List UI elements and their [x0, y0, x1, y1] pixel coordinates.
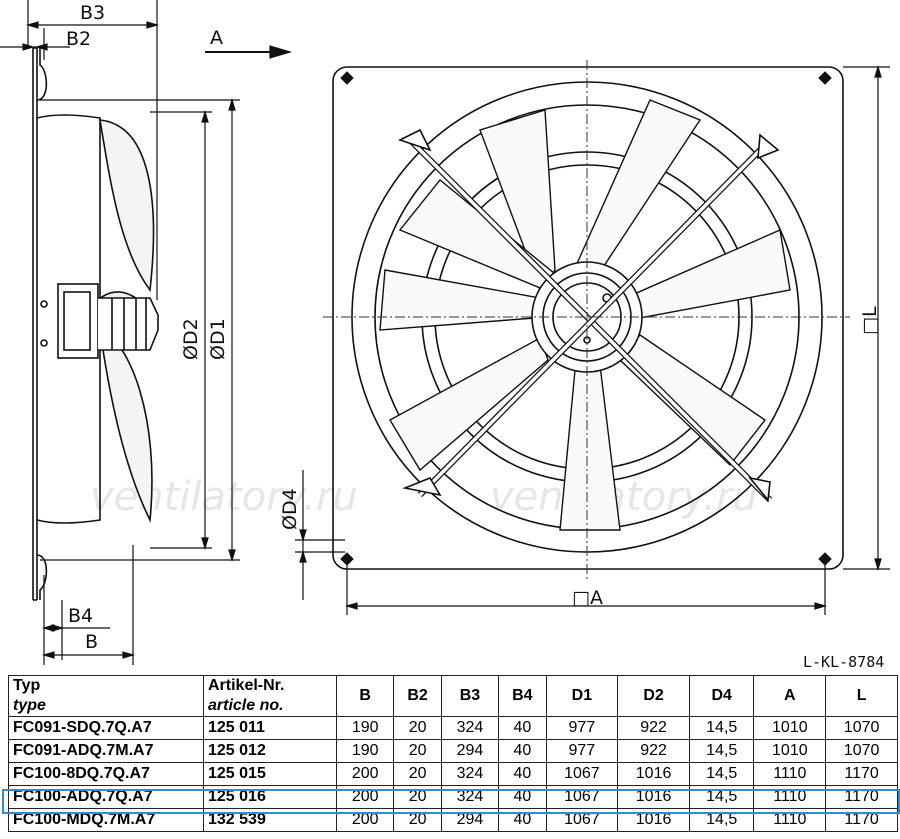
cell-value: 14,5 [688, 785, 755, 809]
label-d1: ØD1 [207, 318, 229, 360]
cell-value: 20 [393, 808, 442, 832]
cell-value: 1110 [753, 808, 827, 832]
cell-value: 1016 [617, 808, 690, 832]
cell-value: 977 [545, 716, 619, 740]
label-b2: B2 [66, 28, 91, 50]
cell-value: 1067 [545, 762, 619, 786]
cell-article: 125 011 [203, 716, 337, 740]
cell-value: 14,5 [688, 808, 755, 832]
side-view [32, 47, 159, 601]
cell-value: 20 [393, 716, 442, 740]
cell-value: 40 [498, 739, 547, 763]
drawing-code: L-KL-8784 [803, 653, 884, 671]
cell-value: 40 [498, 762, 547, 786]
label-d4: ØD4 [279, 488, 301, 530]
col-b: B [335, 675, 395, 717]
cell-value: 1110 [753, 762, 827, 786]
cell-value: 977 [545, 739, 619, 763]
cell-value: 1067 [545, 808, 619, 832]
label-d2: ØD2 [180, 318, 202, 360]
cell-value: 1110 [753, 785, 827, 809]
col-d4: D4 [688, 675, 755, 717]
col-b4: B4 [498, 675, 547, 717]
cell-value: 1010 [753, 739, 827, 763]
col-article: Artikel-Nr.article no. [203, 675, 337, 717]
label-b: B [85, 631, 98, 653]
col-d1: D1 [545, 675, 619, 717]
cell-value: 922 [617, 739, 690, 763]
watermark-right: ventilatory.ru [490, 474, 758, 520]
cell-value: 200 [335, 808, 395, 832]
col-b3: B3 [440, 675, 500, 717]
cell-value: 40 [498, 716, 547, 740]
cell-value: 922 [617, 716, 690, 740]
cell-type: FC100-8DQ.7Q.A7 [8, 762, 204, 786]
cell-value: 200 [335, 762, 395, 786]
cell-value: 14,5 [688, 739, 755, 763]
label-b3: B3 [80, 2, 105, 24]
side-dimensions [0, 0, 293, 665]
cell-value: 1170 [825, 808, 898, 832]
col-a: A [753, 675, 827, 717]
col-d2: D2 [617, 675, 690, 717]
col-l: L [825, 675, 898, 717]
cell-value: 40 [498, 808, 547, 832]
watermark-left: ventilatory.ru [90, 474, 358, 520]
cell-value: 1170 [825, 762, 898, 786]
col-b2: B2 [393, 675, 442, 717]
cell-value: 1010 [753, 716, 827, 740]
cell-value: 14,5 [688, 762, 755, 786]
cell-value: 1016 [617, 785, 690, 809]
label-view-a: A [210, 27, 223, 49]
cell-value: 190 [335, 716, 395, 740]
cell-type: FC100-ADQ.7Q.A7 [8, 785, 204, 809]
front-view [332, 66, 844, 570]
cell-article: 125 016 [203, 785, 337, 809]
cell-value: 200 [335, 785, 395, 809]
cell-value: 1170 [825, 785, 898, 809]
cell-article: 132 539 [203, 808, 337, 832]
cell-value: 1070 [825, 716, 898, 740]
fan-drawing: ventilatory.ru ventilatory.ru [0, 0, 890, 671]
centerlines [323, 60, 850, 580]
cell-type: FC100-MDQ.7M.A7 [8, 808, 204, 832]
label-b4: B4 [68, 605, 93, 627]
label-l-square: □L [859, 306, 881, 335]
cell-value: 1070 [825, 739, 898, 763]
cell-value: 40 [498, 785, 547, 809]
cell-value: 20 [393, 739, 442, 763]
cell-value: 294 [440, 808, 500, 832]
cell-value: 20 [393, 762, 442, 786]
cell-type: FC091-SDQ.7Q.A7 [8, 716, 204, 740]
cell-value: 20 [393, 785, 442, 809]
cell-article: 125 012 [203, 739, 337, 763]
cell-value: 294 [440, 739, 500, 763]
cell-value: 324 [440, 716, 500, 740]
cell-value: 324 [440, 762, 500, 786]
front-dimensions [295, 64, 890, 615]
cell-value: 190 [335, 739, 395, 763]
cell-article: 125 015 [203, 762, 337, 786]
cell-value: 1016 [617, 762, 690, 786]
cell-value: 1067 [545, 785, 619, 809]
cell-value: 14,5 [688, 716, 755, 740]
cell-value: 324 [440, 785, 500, 809]
cell-type: FC091-ADQ.7M.A7 [8, 739, 204, 763]
label-a-square: □A [572, 587, 603, 609]
